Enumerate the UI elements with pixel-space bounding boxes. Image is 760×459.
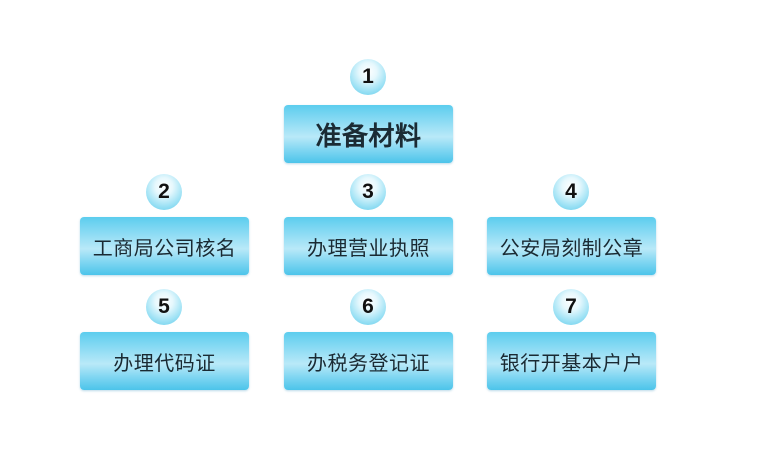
step-1-number-badge: 1 [350, 59, 386, 95]
step-2-number-badge: 2 [146, 174, 182, 210]
step-2-box: 工商局公司核名 [80, 217, 249, 275]
step-7-box: 银行开基本户户 [487, 332, 656, 390]
step-1-box: 准备材料 [284, 105, 453, 163]
step-3-box: 办理营业执照 [284, 217, 453, 275]
step-5-number-badge: 5 [146, 289, 182, 325]
step-7-number-badge: 7 [553, 289, 589, 325]
step-4-box: 公安局刻制公章 [487, 217, 656, 275]
step-3-number-badge: 3 [350, 174, 386, 210]
step-6-number-badge: 6 [350, 289, 386, 325]
step-5-box: 办理代码证 [80, 332, 249, 390]
step-4-number-badge: 4 [553, 174, 589, 210]
step-6-box: 办税务登记证 [284, 332, 453, 390]
